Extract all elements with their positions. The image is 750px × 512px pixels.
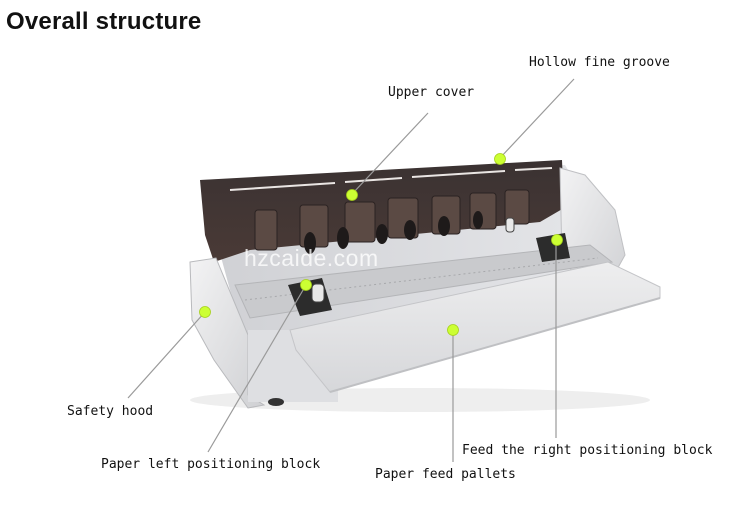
feed-bed-ruler [244, 257, 599, 301]
feed-bed [234, 244, 614, 319]
leader-line-safety-hood [127, 311, 206, 399]
label-feed-right-positioning-block: Feed the right positioning block [462, 443, 713, 458]
leader-line-hollow-groove [499, 78, 575, 159]
tray-edge [329, 297, 661, 393]
label-paper-feed-pallets: Paper feed pallets [375, 467, 516, 482]
foot [268, 398, 284, 406]
watermark-text: hzcaide.com [244, 245, 379, 271]
diagram-title: Overall structure [6, 8, 202, 35]
groove-slit [514, 167, 553, 171]
safety-hood-shape [189, 257, 266, 409]
groove-slit [229, 182, 336, 191]
marker-paper-feed-pallets [447, 324, 459, 336]
label-paper-left-positioning-block: Paper left positioning block [101, 457, 321, 472]
marker-feed-right-block [551, 234, 563, 246]
marker-hollow-groove [494, 153, 506, 165]
groove-slit [344, 177, 403, 183]
leader-line-paper-left-block [207, 284, 307, 453]
roller-wheels [304, 211, 483, 254]
leader-line-upper-cover [352, 112, 429, 194]
groove-slit [411, 170, 506, 178]
label-hollow-fine-groove: Hollow fine groove [529, 55, 670, 70]
marker-paper-left-block [300, 279, 312, 291]
roller-assembly [254, 189, 530, 251]
label-upper-cover: Upper cover [388, 85, 475, 100]
marker-safety-hood [199, 306, 211, 318]
label-safety-hood: Safety hood [67, 404, 154, 419]
marker-upper-cover [346, 189, 358, 201]
left-positioning-block [288, 278, 332, 316]
